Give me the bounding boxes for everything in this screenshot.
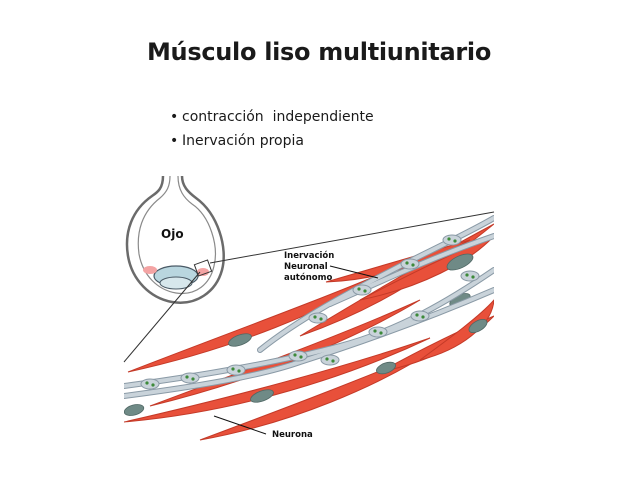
muscle-panel bbox=[124, 215, 494, 441]
innervation-label-line1: Inervación bbox=[284, 250, 334, 261]
eye-label: Ojo bbox=[161, 227, 184, 241]
bullet-dot-icon: • bbox=[170, 133, 179, 149]
zoom-line-bottom bbox=[123, 271, 201, 363]
neuron-label: Neurona bbox=[272, 430, 313, 440]
bullet-list: •contracción independiente •Inervación p… bbox=[170, 106, 374, 154]
zoom-line-top bbox=[209, 211, 495, 264]
bullet-item: •contracción independiente bbox=[170, 106, 374, 130]
bullet-text: contracción independiente bbox=[182, 109, 374, 125]
bullet-text: Inervación propia bbox=[182, 133, 304, 149]
innervation-label-line3: autónomo bbox=[284, 272, 332, 283]
bullet-item: •Inervación propia bbox=[170, 130, 374, 154]
slide-title: Músculo liso multiunitario bbox=[146, 38, 492, 66]
eye-diagram: Ojo bbox=[125, 175, 225, 304]
neuron-callout: Neurona bbox=[213, 415, 313, 440]
innervation-callout: Inervación Neuronal autónomo bbox=[284, 250, 379, 283]
bullet-dot-icon: • bbox=[170, 109, 179, 125]
innervation-label-line2: Neuronal bbox=[284, 262, 328, 272]
